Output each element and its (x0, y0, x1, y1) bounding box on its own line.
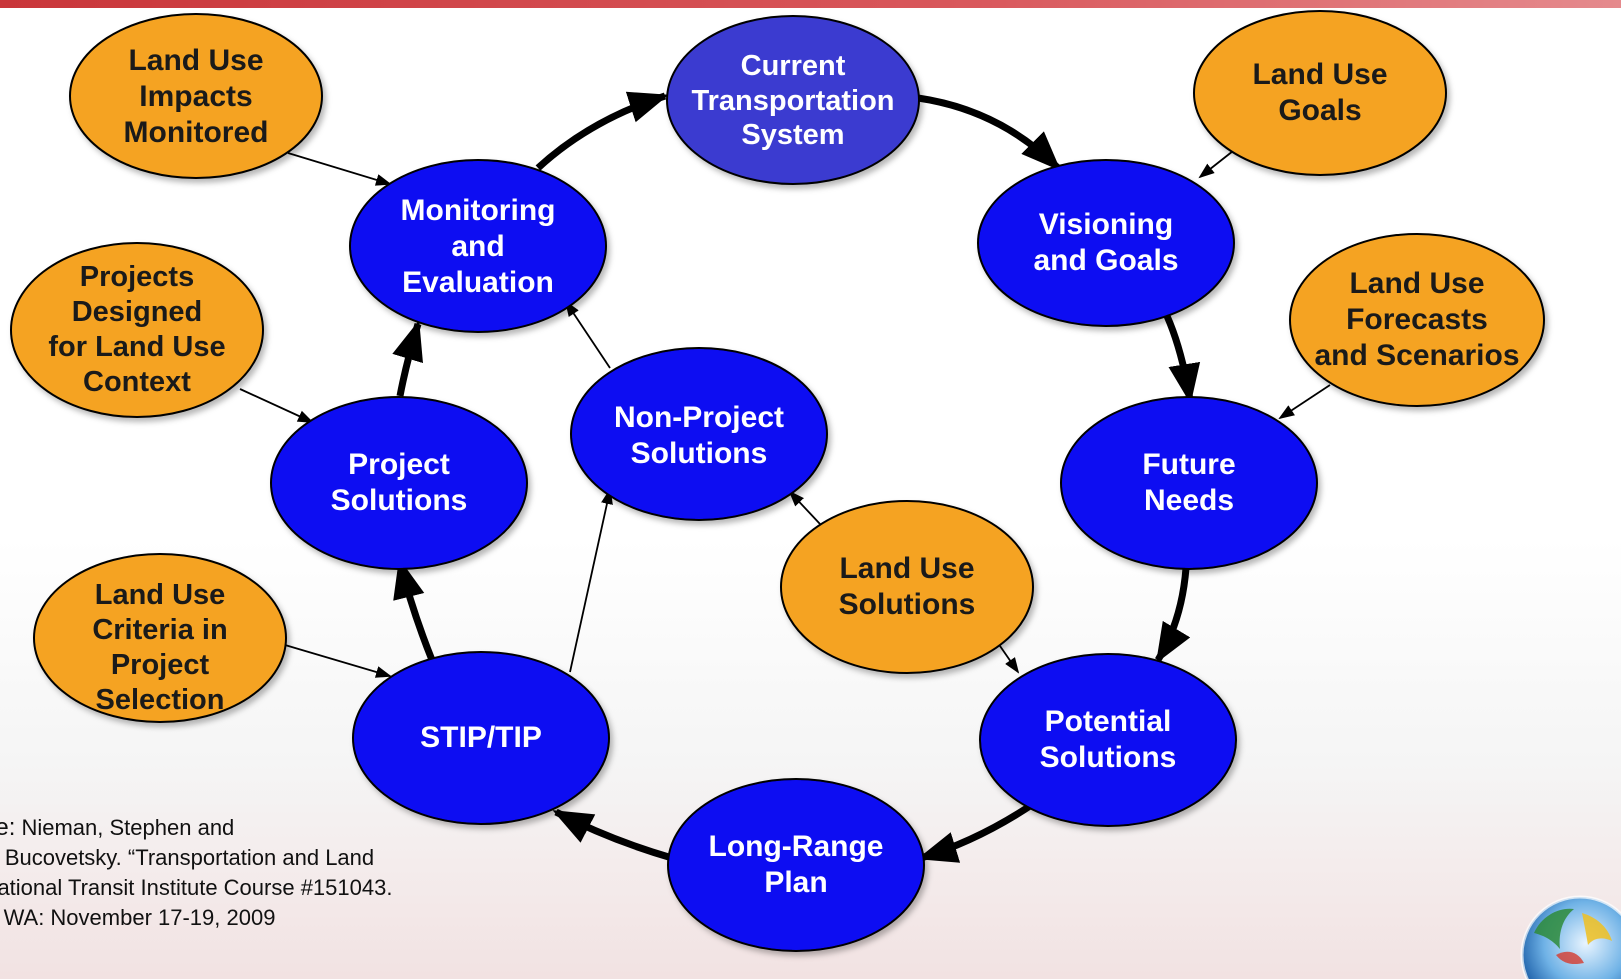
arrow-monitoring-to-current (535, 91, 669, 171)
arrow-stip-to-project (393, 558, 436, 662)
label-monitoring: Monitoring and Evaluation (400, 194, 556, 299)
label-landuse-forecasts: Land Use Forecasts and Scenarios (1314, 267, 1520, 372)
source-label: urce: (0, 814, 16, 841)
arrow-visioning-to-future (1163, 314, 1201, 404)
node-landuse-criteria (33, 553, 287, 723)
label-projects-designed: Projects Designed for Land Use Context (48, 261, 226, 398)
arrow-longrange-to-stip (552, 808, 673, 862)
label-potential-solutions: Potential Solutions (1039, 705, 1177, 774)
label-non-project: Non-Project Solutions (613, 401, 784, 470)
node-future-needs (1060, 396, 1318, 570)
arrow-current-to-visioning (917, 94, 1061, 171)
process-nodes (270, 15, 1318, 952)
arrow-criteria-to-stip (284, 644, 392, 678)
label-future-needs: Future Needs (1142, 448, 1236, 517)
arrow-project-to-monitoring (392, 320, 423, 397)
label-landuse-solutions: Land Use Solutions (838, 552, 976, 621)
label-landuse-impacts: Land Use Impacts Monitored (123, 44, 269, 149)
landuse-nodes (10, 10, 1545, 723)
label-landuse-criteria: Land Use Criteria in Project Selection (92, 579, 228, 716)
logo-globe-icon (1520, 895, 1621, 979)
label-visioning: Visioning and Goals (1033, 208, 1179, 277)
source-text: Nieman, Stephen and eph Bucovetsky. “Tra… (0, 815, 393, 930)
arrow-future-to-potential (1154, 567, 1191, 664)
influence-arrows (239, 150, 1331, 678)
node-stip-tip (352, 651, 610, 825)
node-project-solutions (270, 396, 528, 570)
node-monitoring (349, 159, 607, 333)
arrow-designed-to-project (239, 388, 314, 423)
node-landuse-goals (1193, 10, 1447, 176)
node-landuse-forecasts (1289, 233, 1545, 407)
node-projects-designed (10, 242, 264, 418)
label-long-range: Long-Range Plan (708, 830, 884, 899)
node-long-range (667, 778, 925, 952)
label-stip-tip: STIP/TIP (420, 721, 542, 754)
arrow-solutions-to-nonproject (788, 490, 821, 525)
label-current-transportation: Current Transportation System (691, 49, 895, 152)
arrow-potential-to-longrange (917, 799, 1038, 863)
cycle-arrows (392, 91, 1201, 863)
arrow-impacts-to-monitoring (287, 152, 392, 186)
arrow-forecasts-to-future (1278, 384, 1331, 420)
node-visioning (977, 159, 1235, 327)
header-bar (0, 0, 1621, 8)
arrow-stip-to-nonproject (569, 488, 613, 673)
node-landuse-solutions (780, 500, 1034, 674)
source-citation: urce: Nieman, Stephen and eph Bucovetsky… (0, 813, 602, 933)
arrow-goals-to-visioning (1198, 150, 1234, 179)
node-potential-solutions (979, 653, 1237, 827)
label-project-solutions: Project Solutions (330, 448, 468, 517)
arrow-solutions-to-potential (999, 645, 1020, 674)
arrow-nonproject-to-monitoring (564, 300, 611, 369)
node-non-project (570, 347, 828, 521)
label-landuse-goals: Land Use Goals (1252, 58, 1388, 127)
node-current-transportation (666, 15, 920, 185)
node-landuse-impacts (69, 13, 323, 179)
